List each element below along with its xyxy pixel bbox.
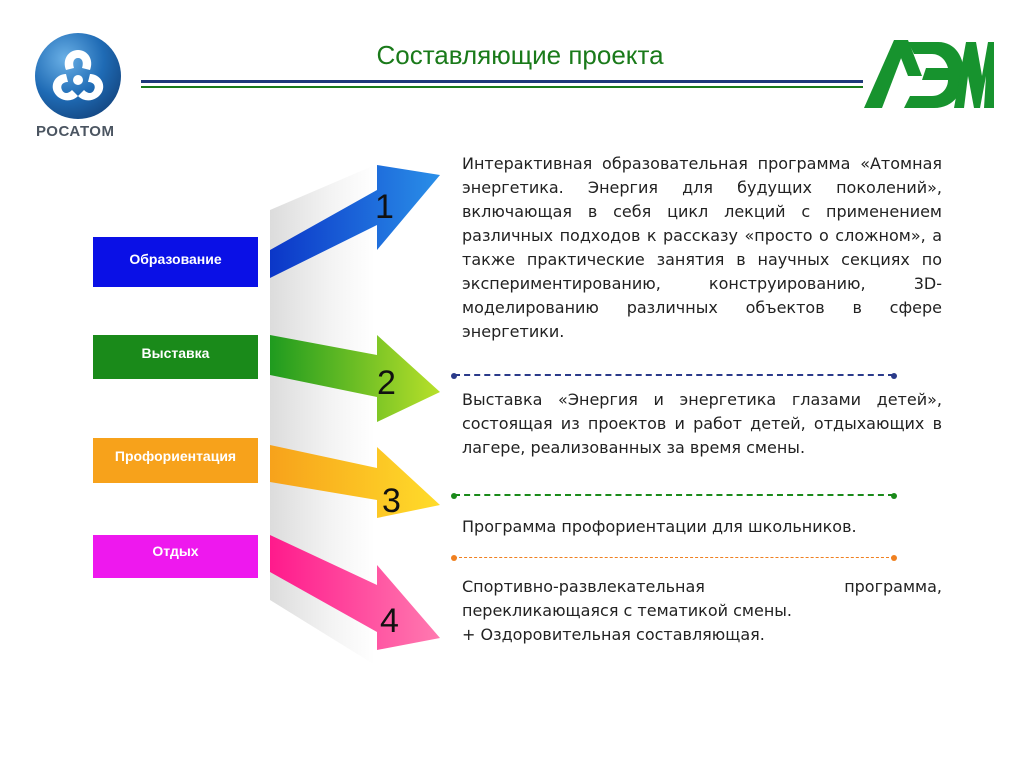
category-education-label: Образование [129, 251, 222, 267]
divider-1 [451, 373, 897, 379]
description-3: Программа профориентации для школьников. [462, 517, 857, 536]
step-4-arrow [270, 535, 440, 650]
step-1-arrow [270, 165, 440, 278]
step-1-number: 1 [375, 188, 394, 226]
step-2-number: 2 [377, 364, 396, 402]
divider-2 [451, 493, 897, 499]
divider-3-start-dot [451, 555, 457, 561]
category-leisure-label: Отдых [152, 543, 199, 559]
category-career-guidance: Профориентация [93, 438, 258, 483]
description-2: Выставка «Энергия и энергетика глазами д… [462, 390, 942, 457]
step-4-number: 4 [380, 602, 399, 640]
steps-arrow-diagram: 1 2 3 4 [270, 165, 440, 665]
divider-1-start-dot [451, 373, 457, 379]
page-title: Составляющие проекта [376, 40, 664, 70]
divider-2-end-dot [891, 493, 897, 499]
step-3-number: 3 [382, 482, 401, 520]
rosatom-logo-text: РОСАТОМ [36, 123, 115, 140]
divider-2-start-dot [451, 493, 457, 499]
header-rule-blue [141, 80, 863, 83]
divider-1-end-dot [891, 373, 897, 379]
divider-3-end-dot [891, 555, 897, 561]
category-career-guidance-label: Профориентация [114, 448, 237, 464]
category-exhibition: Выставка [93, 335, 258, 379]
diagram-backing-panel [270, 165, 375, 665]
rosatom-emblem-icon [35, 33, 121, 119]
rosatom-logo [28, 28, 128, 148]
header-rule-green [141, 86, 863, 88]
category-leisure: Отдых [93, 535, 258, 578]
step-3-arrow [270, 445, 440, 518]
description-4: Спортивно-развлекательная программа, пер… [462, 577, 942, 644]
company-logo-icon [864, 40, 994, 108]
step-2-arrow [270, 335, 440, 422]
category-education: Образование [93, 237, 258, 287]
description-1: Интерактивная образовательная программа … [462, 154, 942, 341]
divider-3 [451, 555, 897, 561]
company-logo [864, 36, 994, 110]
category-exhibition-label: Выставка [141, 345, 210, 361]
